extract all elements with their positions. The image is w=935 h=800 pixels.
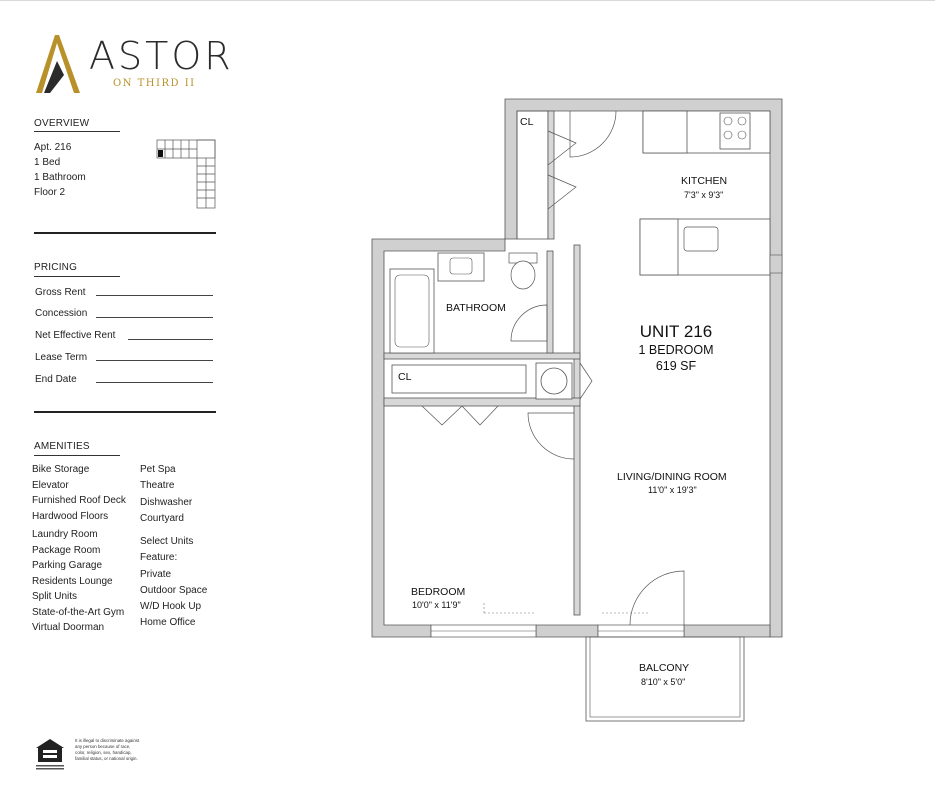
floor-number: Floor 2 [34,187,66,198]
kitchen-dims: 7'3" x 9'3" [684,190,724,200]
apt-number: Apt. 216 [34,142,72,153]
brand-name: ASTOR [89,34,234,78]
amenity-item: State-of-the-Art Gym [32,606,125,618]
bathroom-label: BATHROOM [446,302,506,314]
amenities-list-4: Select Units Feature: Private Outdoor Sp… [140,534,207,632]
unit-area: 619 SF [655,359,697,373]
amenities-list-3: Pet Spa Theatre Dishwasher Courtyard [140,462,192,527]
bed-count: 1 Bed [34,157,61,168]
amenities-list-1: Bike Storage Elevator Furnished Roof Dec… [32,462,126,524]
bedroom-dims: 10'0" x 11'9" [412,600,461,610]
amenity-item: Pet Spa [140,464,176,475]
overview-rule [34,131,120,132]
floor-plan-drawing [371,98,783,722]
amenity-item: Home Office [140,617,196,629]
amenity-item: Outdoor Space [140,584,208,596]
closet-label-top: CL [520,116,534,128]
bath-count: 1 Bathroom [34,172,86,183]
amenities-list-2: Laundry Room Package Room Parking Garage… [32,527,124,636]
amenity-item: Dishwasher [140,496,193,508]
living-dims: 11'0" x 19'3" [648,485,697,495]
top-border [0,0,935,1]
net-effective-rent-field[interactable] [128,339,213,340]
amenity-item: Private [140,568,172,580]
bedroom-label: BEDROOM [411,586,466,598]
pricing-title: PRICING [34,262,78,273]
lease-term-label: Lease Term [35,352,88,363]
kitchen-label: KITCHEN [681,175,728,187]
amenities-title: AMENITIES [34,441,90,452]
end-date-field[interactable] [96,382,213,383]
amenity-item: Package Room [32,544,101,556]
balcony-dims: 8'10" x 5'0" [641,677,686,687]
divider-2 [34,411,216,413]
amenity-item: Residents Lounge [32,575,113,587]
amenity-item: Feature: [140,552,178,564]
lease-term-field[interactable] [96,360,213,361]
unit-bedrooms: 1 BEDROOM [638,343,714,357]
equal-housing-opportunity-icon [36,739,64,770]
overview-title: OVERVIEW [34,118,90,129]
amenity-item: Split Units [32,591,78,602]
amenity-item: Parking Garage [32,560,103,571]
living-label: LIVING/DINING ROOM [617,471,727,483]
unit-title: UNIT 216 [639,322,713,341]
amenity-item: Furnished Roof Deck [32,495,126,506]
amenity-item: Bike Storage [32,464,90,475]
end-date-label: End Date [35,374,77,385]
amenity-item: Courtyard [140,512,184,524]
amenity-item: Elevator [32,479,69,491]
astor-logo-icon [36,35,80,93]
net-effective-rent-label: Net Effective Rent [35,330,116,341]
pricing-rule [34,276,120,277]
divider-1 [34,232,216,234]
concession-field[interactable] [96,317,213,318]
closet-label-mid: CL [398,371,412,383]
balcony-label: BALCONY [639,662,690,674]
amenity-item: Theatre [140,480,175,492]
amenity-item: Hardwood Floors [32,510,109,522]
amenity-item: Virtual Doorman [32,622,105,633]
gross-rent-label: Gross Rent [35,287,86,298]
amenity-item: Select Units [140,536,194,547]
concession-label: Concession [35,308,88,319]
brand-subtitle: ON THIRD II [113,78,196,89]
amenity-item: W/D Hook Up [140,601,202,613]
amenities-rule [34,455,120,456]
amenity-item: Laundry Room [32,529,98,540]
fair-housing-notice: It is illegal to discriminate against an… [75,738,140,761]
key-plan-image [156,139,216,209]
gross-rent-field[interactable] [96,295,213,296]
unit-summary: UNIT 216 1 BEDROOM 619 SF [628,322,724,374]
